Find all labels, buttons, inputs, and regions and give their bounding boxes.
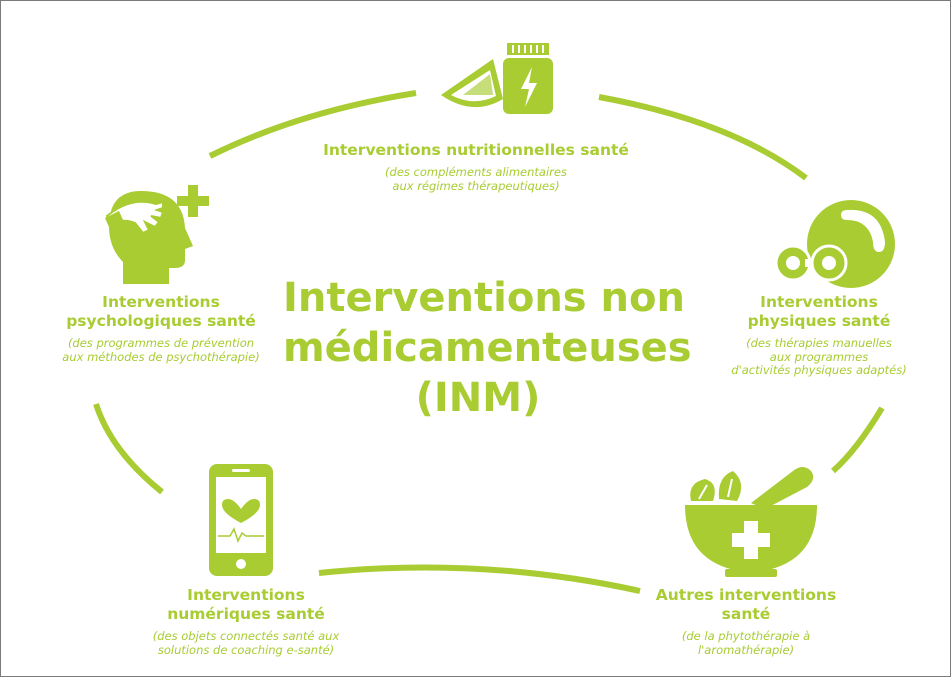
physical-desc-line: d'activités physiques adaptés) xyxy=(731,363,907,377)
arc-nutrition-physical xyxy=(598,94,808,181)
arc-digital-psych xyxy=(93,403,164,495)
title-line-1: Interventions non xyxy=(283,275,685,321)
physical-desc-line: aux programmes xyxy=(769,349,869,364)
psychological-desc-line: (des programmes de prévention xyxy=(67,336,255,350)
smartphone-heart-icon xyxy=(209,464,273,576)
title-line-2: médicamenteuses xyxy=(283,325,692,371)
digital-desc-line: (des objets connectés santé aux xyxy=(152,629,340,643)
physical-desc: (des thérapies manuelles aux programmes … xyxy=(719,336,919,378)
digital-label-line: Interventions xyxy=(187,586,305,604)
nutrition-label: Interventions nutritionnelles santé xyxy=(301,141,651,160)
other-label-line: santé xyxy=(721,605,771,623)
digital-desc: (des objets connectés santé aux solution… xyxy=(116,629,376,657)
nutrition-desc-line: aux régimes thérapeutiques) xyxy=(392,178,560,193)
physical-label-line: Interventions xyxy=(760,293,878,311)
lemon-and-supplement-jar-icon xyxy=(441,43,553,114)
ball-and-dumbbell-icon xyxy=(774,200,895,288)
node-psychological: Interventions psychologiques santé (des … xyxy=(46,293,276,364)
mortar-pestle-herbs-icon xyxy=(685,467,817,577)
digital-label-line: numériques santé xyxy=(167,605,325,623)
head-with-hand-and-plus-icon xyxy=(105,185,209,284)
other-label: Autres interventions santé xyxy=(641,586,851,624)
physical-label: Interventions physiques santé xyxy=(719,293,919,331)
psychological-desc-line: aux méthodes de psychothérapie) xyxy=(62,349,260,364)
nutrition-desc: (des compléments alimentaires aux régime… xyxy=(301,165,651,193)
psychological-label: Interventions psychologiques santé xyxy=(46,293,276,331)
other-desc: (de la phytothérapie à l'aromathérapie) xyxy=(641,629,851,657)
digital-label: Interventions numériques santé xyxy=(116,586,376,624)
nutrition-label-line: Interventions nutritionnelles santé xyxy=(323,141,629,159)
node-nutrition: Interventions nutritionnelles santé (des… xyxy=(301,141,651,193)
node-other: Autres interventions santé (de la phytot… xyxy=(641,586,851,657)
psychological-label-line: Interventions xyxy=(102,293,220,311)
physical-label-line: physiques santé xyxy=(747,312,891,330)
node-physical: Interventions physiques santé (des théra… xyxy=(719,293,919,378)
psychological-desc: (des programmes de prévention aux méthod… xyxy=(46,336,276,364)
digital-desc-line: solutions de coaching e-santé) xyxy=(157,642,335,657)
nutrition-desc-line: (des compléments alimentaires xyxy=(385,165,567,179)
other-label-line: Autres interventions xyxy=(655,586,837,604)
node-digital: Interventions numériques santé (des obje… xyxy=(116,586,376,657)
arc-nutrition-psych xyxy=(208,90,417,159)
title-line-3: (INM) xyxy=(415,375,541,421)
psychological-label-line: psychologiques santé xyxy=(66,312,256,330)
arc-physical-other xyxy=(831,406,885,474)
arc-other-digital xyxy=(318,564,641,594)
other-desc-line: l'aromathérapie) xyxy=(697,642,795,657)
physical-desc-line: (des thérapies manuelles xyxy=(746,336,892,350)
diagram-title: Interventions non médicamenteuses (INM) xyxy=(283,273,692,423)
other-desc-line: (de la phytothérapie à xyxy=(681,629,811,643)
